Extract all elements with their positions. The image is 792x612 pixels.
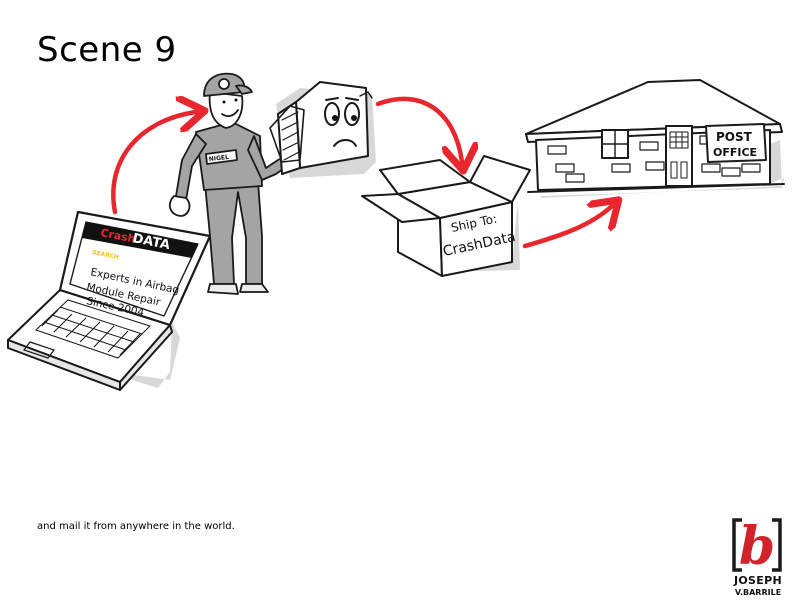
logo-first-name: JOSEPH (734, 574, 782, 587)
arrow-box-to-post-office (522, 206, 612, 249)
joseph-barrile-logo: b JOSEPH V.BARRILE (728, 518, 784, 608)
laptop-brand-name: DATA (131, 231, 171, 253)
logo-last-name: V.BARRILE (734, 588, 782, 597)
logo-letter: b (739, 518, 775, 572)
post-office-sign-line-2: OFFICE (713, 146, 757, 159)
airbag-module-illustration (269, 81, 376, 178)
arrow-module-to-box (375, 96, 462, 162)
technician-name-tag: NIGEL (208, 154, 229, 163)
arrow-laptop-to-technician (111, 112, 196, 215)
post-office-illustration: POST OFFICE (525, 79, 785, 198)
shipping-box-illustration: Ship To: CrashData (361, 155, 531, 277)
post-office-sign-line-1: POST (716, 130, 753, 144)
slide-title: Scene 9 (37, 30, 177, 70)
laptop-illustration: Crash DATA SEARCH Experts in Airbag Modu… (7, 210, 212, 391)
technician-illustration: NIGEL (168, 72, 291, 295)
slide-caption: and mail it from anywhere in the world. (37, 521, 235, 532)
logo-mark-icon: b (732, 518, 782, 572)
